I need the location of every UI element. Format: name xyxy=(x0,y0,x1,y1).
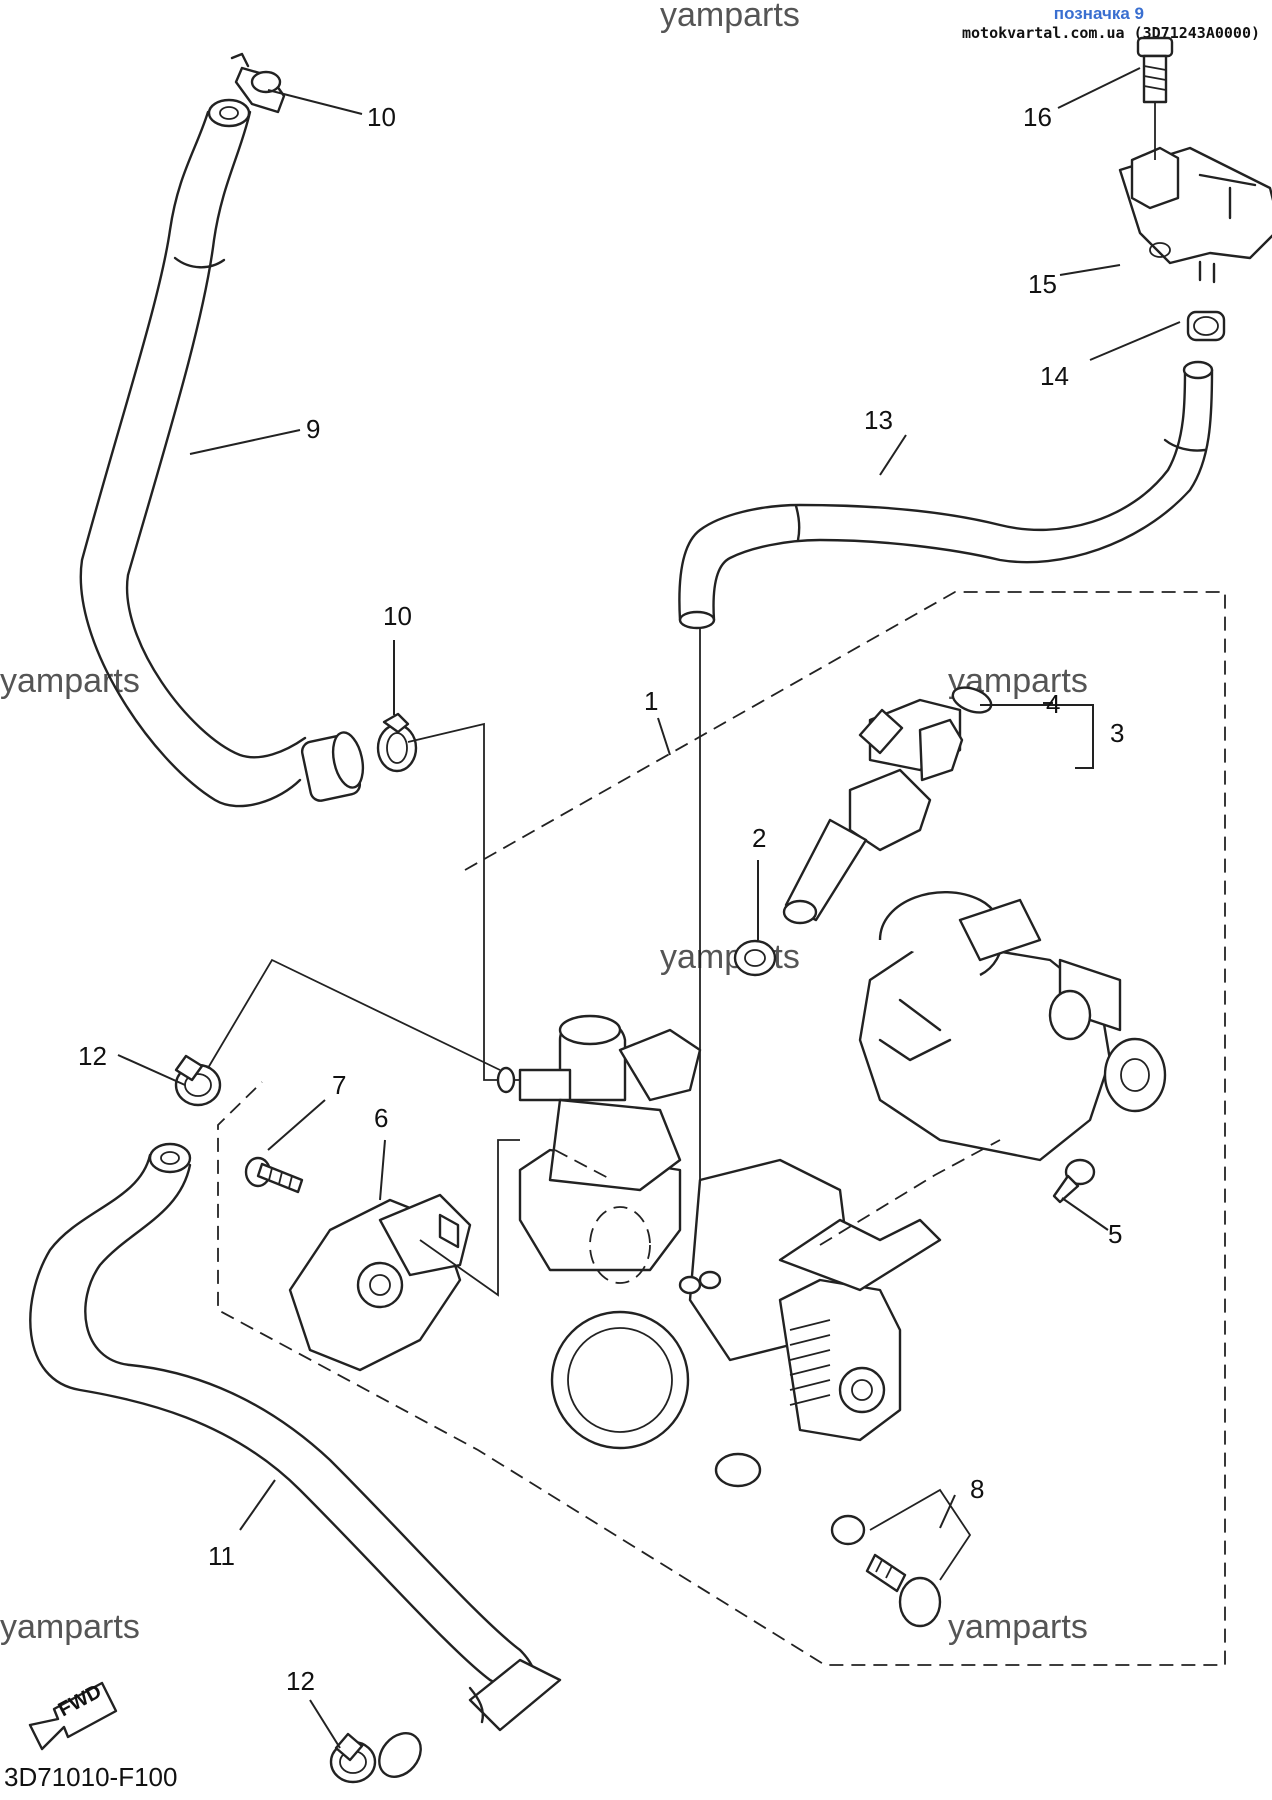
screw-5 xyxy=(1052,1158,1096,1204)
clip-12-lower xyxy=(329,1732,377,1784)
callout-10-top: 10 xyxy=(367,102,396,132)
callout-12-lower: 12 xyxy=(286,1666,315,1696)
clip-14 xyxy=(1186,310,1226,342)
callout-4: 4 xyxy=(1046,689,1060,719)
watermark-bottom-right: yamparts xyxy=(948,1608,1088,1646)
callout-6: 6 xyxy=(374,1103,388,1133)
clip-12-upper xyxy=(174,1054,222,1107)
callout-10-mid: 10 xyxy=(383,601,412,631)
sensor-15 xyxy=(1118,146,1272,284)
bolt-16 xyxy=(1136,36,1174,160)
oring-4 xyxy=(951,686,993,714)
callout-16: 16 xyxy=(1023,102,1052,132)
leader-lines xyxy=(117,67,1181,1749)
site-label: motokvartal.com.ua (3D71243A0000) xyxy=(961,24,1260,42)
clip-10-top xyxy=(230,52,286,114)
callout-14: 14 xyxy=(1040,361,1069,391)
injector-3 xyxy=(782,698,964,925)
connector-8 xyxy=(869,1488,972,1581)
watermark-bottom-left: yamparts xyxy=(0,1608,140,1646)
watermark-left: yamparts xyxy=(0,662,140,700)
callout-3: 3 xyxy=(1110,718,1124,748)
callout-2: 2 xyxy=(752,823,766,853)
screw-7 xyxy=(244,1156,304,1194)
callout-9: 9 xyxy=(306,414,320,444)
bolt-8 xyxy=(865,1553,942,1628)
callout-11: 11 xyxy=(208,1541,235,1571)
callout-5: 5 xyxy=(1108,1219,1122,1249)
watermark-center: yamparts xyxy=(660,938,800,976)
callout-15: 15 xyxy=(1028,269,1057,299)
assembly-boundary xyxy=(217,591,1226,1666)
fuel-rail-housing xyxy=(858,891,1167,1162)
callout-12-upper: 12 xyxy=(78,1041,107,1071)
callout-1: 1 xyxy=(644,686,658,716)
watermark-top: yamparts xyxy=(660,0,800,34)
hose-9 xyxy=(79,98,365,808)
connector-10 xyxy=(407,722,520,1081)
diagram-code: 3D71010-F100 xyxy=(4,1762,177,1792)
badge-label: позначка 9 xyxy=(1053,4,1144,23)
callout-13: 13 xyxy=(864,405,893,435)
callout-8: 8 xyxy=(970,1474,984,1504)
connector-6 xyxy=(419,1139,520,1297)
inner-guide-2 xyxy=(819,1139,1001,1246)
hose-13 xyxy=(678,360,1214,630)
hose-11 xyxy=(29,1142,562,1778)
fwd-arrow-icon: FWD xyxy=(28,1680,118,1751)
clip-10-mid xyxy=(376,712,418,773)
oring-8 xyxy=(830,1514,866,1546)
inner-guide-1 xyxy=(554,1149,613,1181)
throttle-body xyxy=(496,1014,942,1488)
callout-7: 7 xyxy=(332,1070,346,1100)
seal-2 xyxy=(733,939,777,977)
inner-ellipse xyxy=(589,1206,651,1284)
tps-sensor-6 xyxy=(288,1193,472,1372)
connector-12 xyxy=(207,958,501,1071)
